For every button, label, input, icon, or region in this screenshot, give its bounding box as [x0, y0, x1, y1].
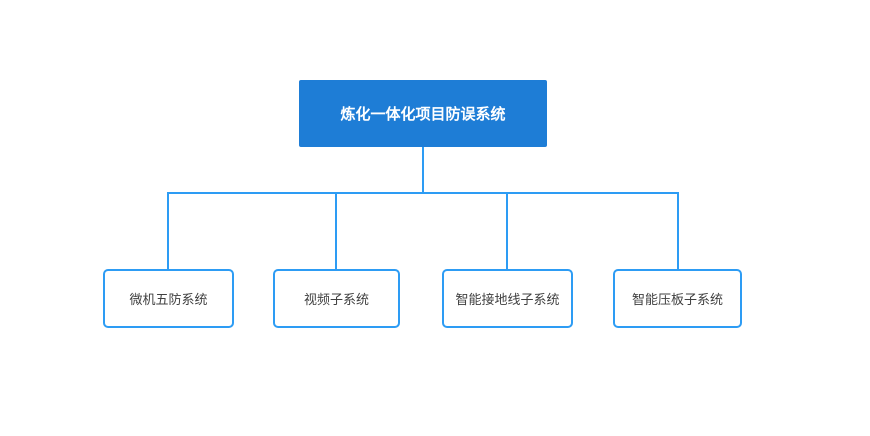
child-node-video[interactable]: 视频子系统: [273, 269, 400, 328]
connector-drop-3: [506, 192, 508, 269]
child-node-label: 视频子系统: [303, 292, 369, 307]
root-node-label: 炼化一体化项目防误系统: [340, 106, 506, 123]
child-node-grounding[interactable]: 智能接地线子系统: [442, 269, 573, 328]
connector-root-stem: [422, 147, 424, 193]
connector-bus: [167, 192, 679, 194]
child-node-wjwf[interactable]: 微机五防系统: [103, 269, 234, 328]
child-node-pressplate[interactable]: 智能压板子系统: [613, 269, 742, 328]
child-node-label: 微机五防系统: [129, 292, 208, 307]
connector-drop-2: [335, 192, 337, 269]
child-node-label: 智能压板子系统: [631, 292, 723, 307]
connector-drop-1: [167, 192, 169, 269]
connector-drop-4: [677, 192, 679, 269]
root-node[interactable]: 炼化一体化项目防误系统: [299, 80, 547, 147]
child-node-label: 智能接地线子系统: [455, 292, 560, 307]
